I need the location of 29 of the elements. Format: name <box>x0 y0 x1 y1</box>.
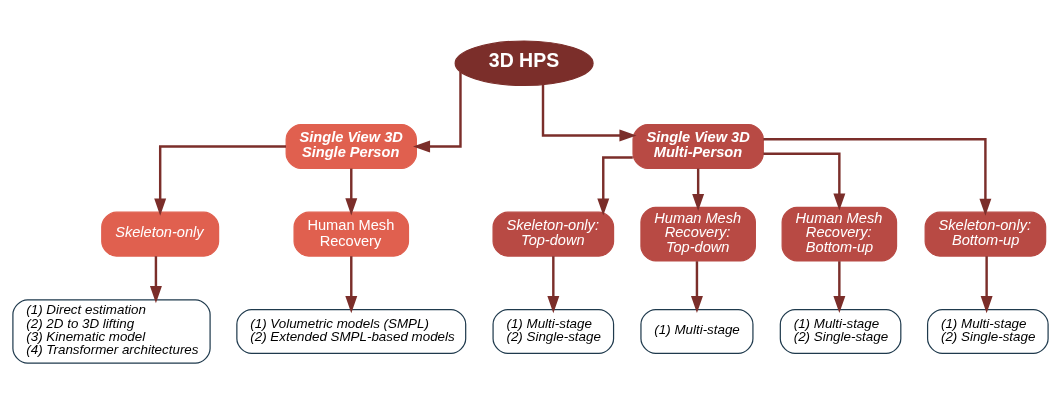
node-box: (1) Multi-stage (2) Single-stage <box>492 308 615 354</box>
arrow <box>547 255 560 313</box>
arrow <box>980 255 993 313</box>
node-box: Single View 3D Single Person <box>285 123 417 169</box>
arrow <box>833 260 846 313</box>
node-box: Skeleton-only <box>101 211 220 257</box>
arrow <box>541 84 637 141</box>
arrow <box>763 152 846 211</box>
arrow <box>149 255 162 303</box>
node-box: Single View 3D Multi-Person <box>632 123 764 169</box>
node-box: (1) Multi-stage (2) Single-stage <box>779 308 902 354</box>
node-box: Human Mesh Recovery <box>293 211 410 257</box>
arrow <box>154 144 287 216</box>
arrow <box>597 155 633 216</box>
node-box: (1) Multi-stage (2) Single-stage <box>927 308 1049 354</box>
node-ellipse: 3D HPS <box>454 39 594 86</box>
node-box: Human Mesh Recovery: Bottom-up <box>781 206 898 261</box>
node-box: Skeleton-only: Top-down <box>492 211 615 257</box>
arrow <box>413 71 462 152</box>
node-box: (1) Multi-stage <box>640 308 754 354</box>
node-box: (1) Volumetric models (SMPL) (2) Extended SMPL-based models <box>236 308 467 354</box>
node-box: (1) Direct estimation (2) 2D to 3D lifting (3) Kinematic model (4) Transformer architectures <box>12 298 211 364</box>
arrow <box>345 255 358 313</box>
arrow <box>692 168 705 211</box>
arrow <box>345 168 358 215</box>
arrow <box>763 137 992 216</box>
arrow <box>690 260 703 313</box>
node-box: Skeleton-only: Bottom-up <box>924 211 1047 257</box>
node-box: Human Mesh Recovery: Top-down <box>640 206 756 261</box>
